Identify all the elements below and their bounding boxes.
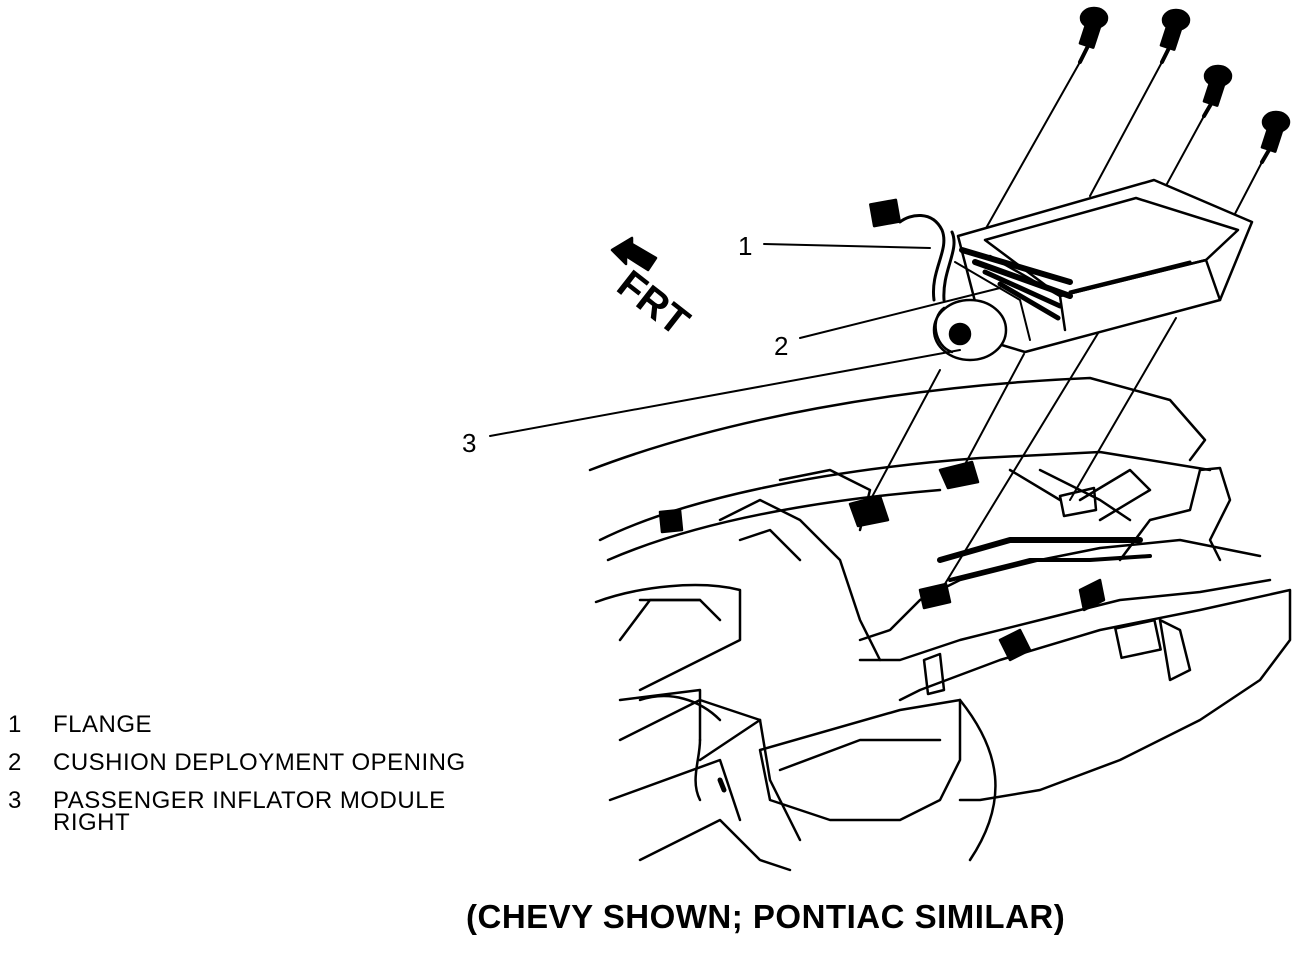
callout-2: 2 [774, 331, 789, 361]
legend-number: 3 [8, 787, 22, 814]
callout-1: 1 [738, 231, 753, 261]
instrument-panel [588, 376, 1292, 872]
legend-number: 1 [8, 711, 22, 738]
inflator-module [869, 178, 1254, 362]
legend-text: PASSENGER INFLATOR MODULE [53, 787, 446, 814]
leader-lines [489, 243, 1001, 437]
legend-text-continuation: RIGHT [53, 809, 131, 836]
legend-number: 2 [8, 749, 22, 776]
legend-item: 3 PASSENGER INFLATOR MODULE [8, 788, 466, 814]
callout-3: 3 [462, 428, 477, 458]
screw-icon [1260, 110, 1291, 164]
front-arrow-icon [610, 236, 658, 272]
legend-item: 2 CUSHION DEPLOYMENT OPENING [8, 750, 466, 776]
legend: 1 FLANGE 2 CUSHION DEPLOYMENT OPENING 3 … [8, 712, 466, 836]
screw-icon [1078, 6, 1109, 64]
legend-item: 1 FLANGE [8, 712, 466, 738]
screw-icon [1159, 8, 1191, 64]
diagram-caption: (CHEVY SHOWN; PONTIAC SIMILAR) [466, 898, 1066, 935]
legend-text: FLANGE [53, 711, 153, 738]
legend-text: CUSHION DEPLOYMENT OPENING [53, 749, 466, 776]
screw-icon [1202, 64, 1233, 118]
